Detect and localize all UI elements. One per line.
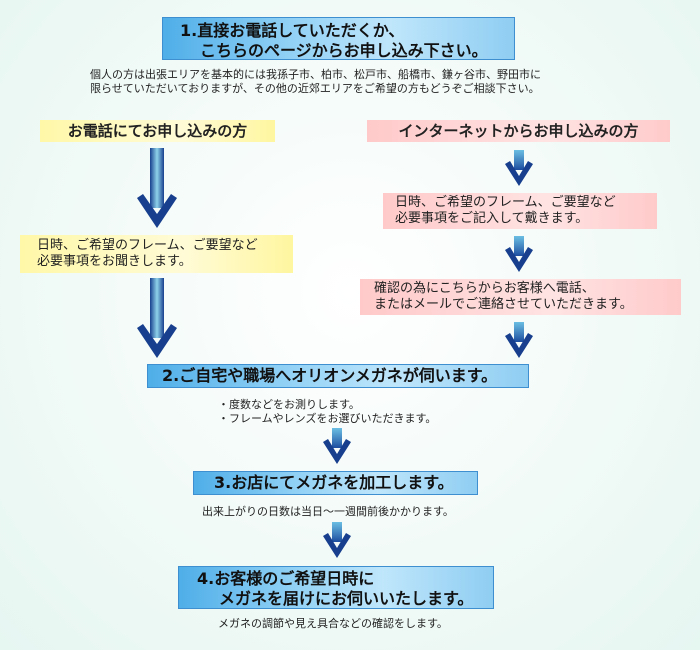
phone-branch-heading-text: お電話にてお申し込みの方: [67, 122, 248, 140]
arrow-down-icon: [322, 428, 352, 470]
step1-line1: 1.直接お電話していただくか、: [180, 21, 405, 40]
phone-branch-box: 日時、ご希望のフレーム、ご要望など 必要事項をお聞きします。: [20, 235, 293, 273]
arrow-down-icon: [504, 322, 534, 364]
phone-branch-heading: お電話にてお申し込みの方: [40, 120, 275, 142]
internet-branch-heading-text: インターネットからお申し込みの方: [398, 122, 639, 140]
step2-note-line1: ・度数などをお測りします。: [218, 398, 360, 411]
internet-branch-box1: 日時、ご希望のフレーム、ご要望など 必要事項をご記入して戴きます。: [383, 193, 657, 229]
arrow-down-icon: [504, 236, 534, 278]
internet-branch-box2: 確認の為にこちらからお客様へ電話、 またはメールでご連絡させていただきます。: [360, 279, 681, 315]
step4-line1: 4.お客様のご希望日時に: [197, 569, 375, 588]
step4-line2: メガネを届けにお伺いいたします。: [219, 589, 474, 608]
area-note: 個人の方は出張エリアを基本的には我孫子市、柏市、松戸市、船橋市、鎌ヶ谷市、野田市…: [90, 68, 541, 96]
area-note-line2: 限らせていただいておりますが、その他の近郊エリアをご希望の方もどうぞご相談下さい…: [90, 82, 540, 95]
internet-box2-line2: またはメールでご連絡させていただきます。: [374, 297, 633, 312]
phone-box-line2: 必要事項をお聞きします。: [37, 254, 192, 269]
step3-title: 3.お店にてメガネを加工します。: [214, 473, 454, 492]
step4-note-text: メガネの調節や見え具合などの確認をします。: [218, 617, 448, 630]
step3-box: 3.お店にてメガネを加工します。: [193, 471, 478, 495]
step1-line2: こちらのページからお申し込み下さい。: [200, 41, 488, 60]
area-note-line1: 個人の方は出張エリアを基本的には我孫子市、柏市、松戸市、船橋市、鎌ヶ谷市、野田市…: [90, 68, 541, 81]
step2-title: 2.ご自宅や職場へオリオンメガネが伺います。: [162, 366, 498, 385]
arrow-down-icon: [322, 522, 352, 564]
arrow-down-icon: [135, 278, 179, 364]
internet-box2-line1: 確認の為にこちらからお客様へ電話、: [374, 281, 595, 296]
arrow-down-icon: [135, 148, 179, 234]
step4-note: メガネの調節や見え具合などの確認をします。: [218, 617, 448, 631]
step2-box: 2.ご自宅や職場へオリオンメガネが伺います。: [147, 364, 529, 388]
internet-box1-line1: 日時、ご希望のフレーム、ご要望など: [395, 195, 616, 210]
step4-box: 4.お客様のご希望日時に メガネを届けにお伺いいたします。: [178, 566, 494, 609]
arrow-down-icon: [504, 150, 534, 192]
step3-note-text: 出来上がりの日数は当日～一週間前後かかります。: [202, 505, 454, 518]
step3-note: 出来上がりの日数は当日～一週間前後かかります。: [202, 505, 454, 519]
step1-box: 1.直接お電話していただくか、 こちらのページからお申し込み下さい。: [162, 17, 515, 60]
internet-box1-line2: 必要事項をご記入して戴きます。: [395, 211, 589, 226]
step2-note: ・度数などをお測りします。 ・フレームやレンズをお選びいただきます。: [218, 398, 436, 426]
internet-branch-heading: インターネットからお申し込みの方: [367, 120, 670, 142]
phone-box-line1: 日時、ご希望のフレーム、ご要望など: [37, 238, 258, 253]
step2-note-line2: ・フレームやレンズをお選びいただきます。: [218, 412, 437, 425]
